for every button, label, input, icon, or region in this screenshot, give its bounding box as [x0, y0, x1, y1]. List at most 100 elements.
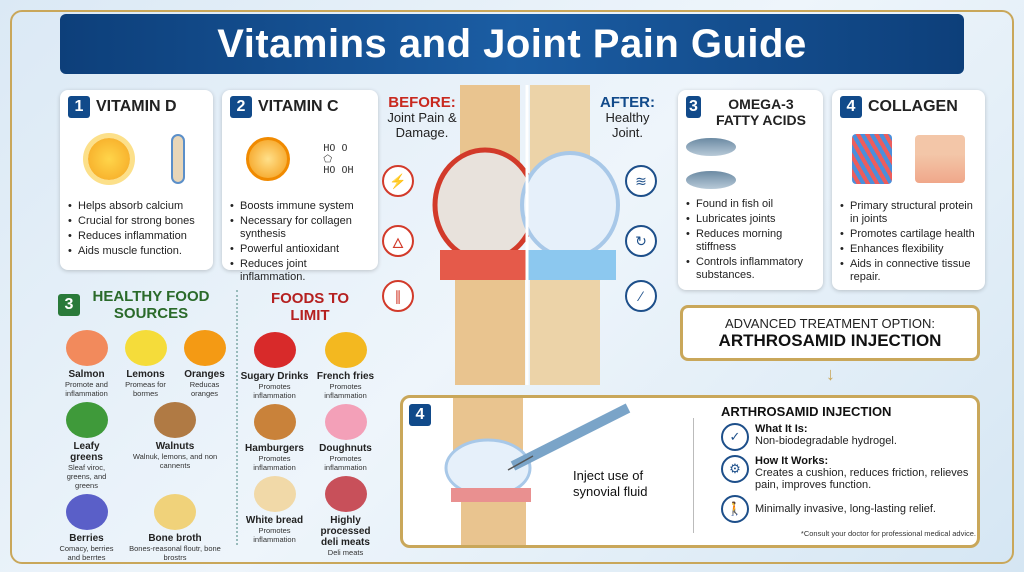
shield-check-icon: ✓	[721, 423, 749, 451]
food-description: Deli meats	[327, 548, 364, 557]
before-title: BEFORE:	[388, 94, 456, 111]
flexibility-wind-icon: ≋	[625, 165, 657, 197]
list-item: Aids muscle function.	[68, 245, 205, 258]
advanced-title: ARTHROSAMID INJECTION	[718, 331, 942, 350]
section-title: HEALTHY FOOD SOURCES	[92, 288, 210, 322]
section-number: 2	[230, 96, 252, 118]
gears-icon: ⚙	[721, 455, 749, 483]
dna-icon	[851, 134, 892, 184]
down-arrow-icon: ↓	[826, 364, 835, 384]
list-item: Primary structural protein in joints	[840, 200, 977, 226]
what-text: Non-biodegradable hydrogel.	[755, 435, 897, 447]
advanced-subtitle: ADVANCED TREATMENT OPTION:	[725, 316, 935, 331]
list-item: Reduces inflammation	[68, 230, 205, 243]
food-image-icon	[253, 332, 296, 368]
food-description: Promotes inflammation	[253, 526, 296, 544]
skin-layer-icon	[915, 135, 966, 183]
lubrication-icon: ↻	[625, 225, 657, 257]
food-image-icon	[154, 494, 196, 530]
what-heading: What It Is:	[755, 423, 808, 435]
knee-joint-illustration	[432, 85, 620, 385]
food-name: Sugary Drinks	[240, 371, 309, 382]
card-title: COLLAGEN	[868, 98, 958, 115]
food-description: Promote and inflammation	[65, 380, 108, 398]
section-number: 4	[409, 404, 431, 426]
food-name: White bread	[245, 515, 304, 526]
list-item: Controls inflammatory substances.	[686, 256, 815, 282]
food-image-icon	[183, 330, 226, 366]
list-item: Aids in connective tissue repair.	[840, 258, 977, 284]
damaged-bone-icon: ∥	[382, 280, 414, 312]
page-title: Vitamins and Joint Pain Guide	[217, 21, 807, 66]
list-item: Enhances flexibility	[840, 243, 977, 256]
list-item: Reduces morning stiffness	[686, 228, 815, 254]
how-text: Creates a cushion, reduces friction, rel…	[755, 467, 969, 491]
food-image-icon	[65, 330, 108, 366]
before-text: Joint Pain & Damage.	[387, 110, 457, 140]
list-item: Reduces joint inflammation.	[230, 258, 370, 284]
injection-callout: Inject use of synovial fluid	[573, 468, 648, 499]
after-title: AFTER:	[600, 94, 655, 111]
food-name: French fries	[316, 371, 375, 382]
list-item: Crucial for strong bones	[68, 215, 205, 228]
section-divider	[236, 290, 238, 545]
section-title: FOODS TO LIMIT	[270, 290, 350, 324]
food-description: Sleaf viroc, greens, and greens	[66, 463, 107, 490]
list-item: Necessary for collagen synthesis	[230, 215, 370, 241]
knee-injection-illustration	[444, 398, 631, 545]
healthy-bone-icon: ⁄	[625, 280, 657, 312]
food-description: Walnuk, lemons, and non cannents	[132, 452, 218, 470]
list-item: Lubricates joints	[686, 213, 815, 226]
food-description: Promeas for bormes	[125, 380, 166, 398]
title-banner: Vitamins and Joint Pain Guide	[60, 14, 964, 74]
food-image-icon	[65, 402, 108, 438]
list-item: Powerful antioxidant	[230, 243, 370, 256]
walking-person-icon: 🚶	[721, 495, 749, 523]
food-name: Hamburgers	[245, 443, 304, 454]
food-name: Oranges	[184, 369, 225, 380]
benefit-text: Minimally invasive, long-lasting relief.	[755, 503, 936, 515]
food-image-icon	[124, 330, 167, 366]
food-name: Leafy greens	[70, 441, 103, 463]
section-number: 1	[68, 96, 90, 118]
bone-joint-icon	[170, 134, 185, 184]
card-title: OMEGA-3 FATTY ACIDS	[715, 96, 806, 128]
food-description: Promotes inflammation	[253, 382, 296, 400]
food-description: Reducas oranges	[189, 380, 220, 398]
injection-title: ARTHROSAMID INJECTION	[721, 404, 892, 419]
ascorbic-acid-molecule-icon: HO O⬠HO OH	[323, 142, 354, 176]
food-image-icon	[253, 476, 296, 512]
orange-icon	[246, 137, 291, 181]
section-number: 3	[58, 294, 80, 316]
food-name: Doughnuts	[319, 443, 372, 454]
injection-panel: 4 Inject use of synovial fluid ARTHROSAM…	[400, 395, 980, 548]
inflammation-flame-icon: 🜂	[382, 225, 414, 257]
food-description: Promotes inflammation	[324, 454, 367, 472]
advanced-treatment-banner: ADVANCED TREATMENT OPTION: ARTHROSAMID I…	[680, 305, 980, 361]
list-item: Found in fish oil	[686, 198, 815, 211]
outer-frame	[10, 10, 1014, 564]
food-image-icon	[154, 402, 196, 438]
card-title: VITAMIN D	[96, 98, 177, 115]
panel-divider	[693, 418, 694, 533]
food-name: Bone broth	[148, 533, 202, 544]
card-title: VITAMIN C	[258, 98, 339, 115]
food-image-icon	[253, 404, 296, 440]
food-name: Highly processed deli meats	[320, 515, 371, 548]
